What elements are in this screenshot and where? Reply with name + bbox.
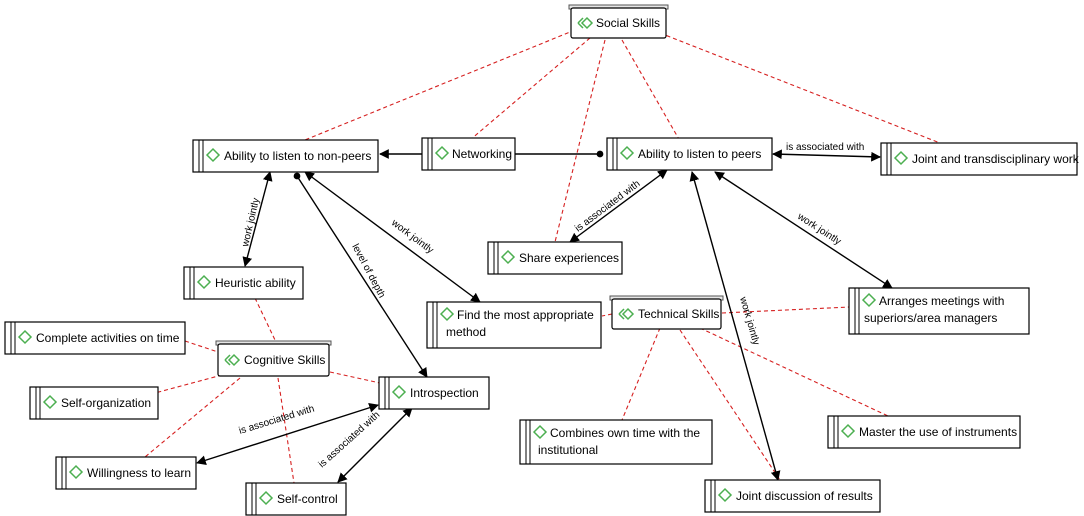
- label-nonpeers-heuristic: work jointly: [240, 197, 262, 249]
- rel-social-networking: [469, 37, 591, 141]
- edge-peers-joint: [772, 149, 881, 162]
- node-label: Joint discussion of results: [736, 489, 873, 503]
- node-self-organization[interactable]: Self-organization: [29, 386, 159, 420]
- node-master-instruments[interactable]: Master the use of instruments: [827, 415, 1021, 449]
- rel-cognitive-introspection: [329, 371, 381, 384]
- node-label: Master the use of instruments: [859, 425, 1017, 439]
- edge-peers-arranges: [714, 171, 893, 289]
- node-willingness-learn[interactable]: Willingness to learn: [55, 456, 197, 490]
- node-label-line1: Find the most appropriate: [457, 308, 594, 322]
- code-diamond-icon: [224, 353, 241, 367]
- label-nonpeers-introspection: level of depth: [349, 242, 387, 300]
- node-share-experiences[interactable]: Share experiences: [487, 241, 623, 275]
- label-share-peers: is associated with: [573, 178, 642, 234]
- diamond-icon: [434, 145, 450, 161]
- rel-technical-method: [601, 313, 613, 317]
- rel-social-nonpeers: [294, 29, 576, 145]
- diamond-icon: [861, 292, 877, 308]
- node-label: Cognitive Skills: [244, 353, 325, 367]
- code-diamond-icon: [577, 16, 594, 30]
- diamond-icon: [619, 145, 635, 161]
- diamond-icon: [68, 464, 84, 480]
- node-ability-non-peers[interactable]: Ability to listen to non-peers: [192, 139, 379, 173]
- diamond-icon: [717, 487, 733, 503]
- node-label: Technical Skills: [638, 307, 719, 321]
- node-label-line1: Arranges meetings with: [879, 294, 1004, 308]
- diamond-icon: [532, 424, 548, 440]
- code-diamond-icon: [618, 307, 635, 321]
- edge-selfcontrol-introspection: [337, 407, 413, 483]
- rel-cognitive-willingness: [144, 377, 241, 458]
- node-label: Networking: [452, 147, 512, 161]
- node-label: Self-organization: [61, 396, 151, 410]
- node-label: Introspection: [410, 386, 479, 400]
- diamond-icon: [439, 306, 455, 322]
- node-heuristic-ability[interactable]: Heuristic ability: [183, 266, 304, 300]
- node-label: Willingness to learn: [87, 466, 191, 480]
- node-complete-activities[interactable]: Complete activities on time: [4, 321, 186, 355]
- label-peers-joint: is associated with: [786, 142, 864, 153]
- node-label: Complete activities on time: [36, 331, 180, 345]
- rel-cognitive-selforg: [154, 374, 223, 394]
- rel-social-joint: [659, 32, 946, 146]
- association-lines: [196, 149, 893, 483]
- node-social-skills[interactable]: Social Skills: [568, 4, 669, 39]
- diamond-icon: [391, 384, 407, 400]
- edge-nonpeers-method: [304, 171, 481, 303]
- rel-heuristic-cognitive: [254, 297, 276, 341]
- label-peers-jointdiscussion: work jointly: [737, 295, 761, 347]
- node-label-line1: Combines own time with the: [550, 426, 700, 440]
- node-label: Ability to listen to peers: [638, 147, 761, 161]
- label-nonpeers-method: work jointly: [388, 217, 435, 256]
- node-label: Ability to listen to non-peers: [224, 149, 371, 163]
- diamond-icon: [196, 274, 212, 290]
- node-label: Heuristic ability: [215, 276, 296, 290]
- diamond-icon: [893, 150, 909, 166]
- node-label: Self-control: [277, 492, 338, 506]
- node-label-line2: method: [446, 325, 486, 339]
- edge-share-peers: [569, 169, 668, 243]
- diamond-icon: [500, 249, 516, 265]
- diamond-icon: [205, 147, 221, 163]
- node-technical-skills[interactable]: Technical Skills: [609, 295, 724, 330]
- diamond-icon: [42, 394, 58, 410]
- edge-nonpeers-heuristic: [242, 171, 273, 267]
- node-joint-discussion[interactable]: Joint discussion of results: [704, 479, 881, 513]
- node-joint-transdisciplinary[interactable]: Joint and transdisciplinary work: [880, 142, 1080, 176]
- edge-peers-jointdiscussion: [689, 171, 781, 481]
- node-combines-time[interactable]: Combines own time with the institutional: [519, 419, 713, 465]
- edge-nonpeers-introspection: [293, 172, 428, 378]
- diamond-icon: [258, 490, 274, 506]
- node-arranges-meetings[interactable]: Arranges meetings with superiors/area ma…: [848, 287, 1030, 335]
- node-label-line2: superiors/area managers: [864, 311, 997, 325]
- rel-complete-cognitive: [184, 340, 219, 353]
- node-introspection[interactable]: Introspection: [378, 376, 490, 410]
- node-self-control[interactable]: Self-control: [245, 482, 347, 516]
- rel-social-peers: [621, 39, 681, 142]
- rel-cognitive-selfcontrol: [277, 377, 295, 484]
- label-selfcontrol-introspection: is associated with: [317, 410, 383, 471]
- node-cognitive-skills[interactable]: Cognitive Skills: [215, 340, 332, 377]
- rel-technical-combines: [621, 327, 661, 421]
- node-label: Joint and transdisciplinary work: [912, 152, 1080, 166]
- node-ability-peers[interactable]: Ability to listen to peers: [606, 137, 773, 171]
- diamond-icon: [840, 423, 856, 439]
- node-label-line2: institutional: [538, 443, 598, 457]
- node-networking[interactable]: Networking: [421, 137, 516, 171]
- node-label: Share experiences: [519, 251, 619, 265]
- label-willingness-introspection: is associated with: [238, 403, 316, 436]
- diamond-icon: [17, 329, 33, 345]
- node-label: Social Skills: [596, 16, 660, 30]
- node-find-method[interactable]: Find the most appropriate method: [426, 301, 602, 349]
